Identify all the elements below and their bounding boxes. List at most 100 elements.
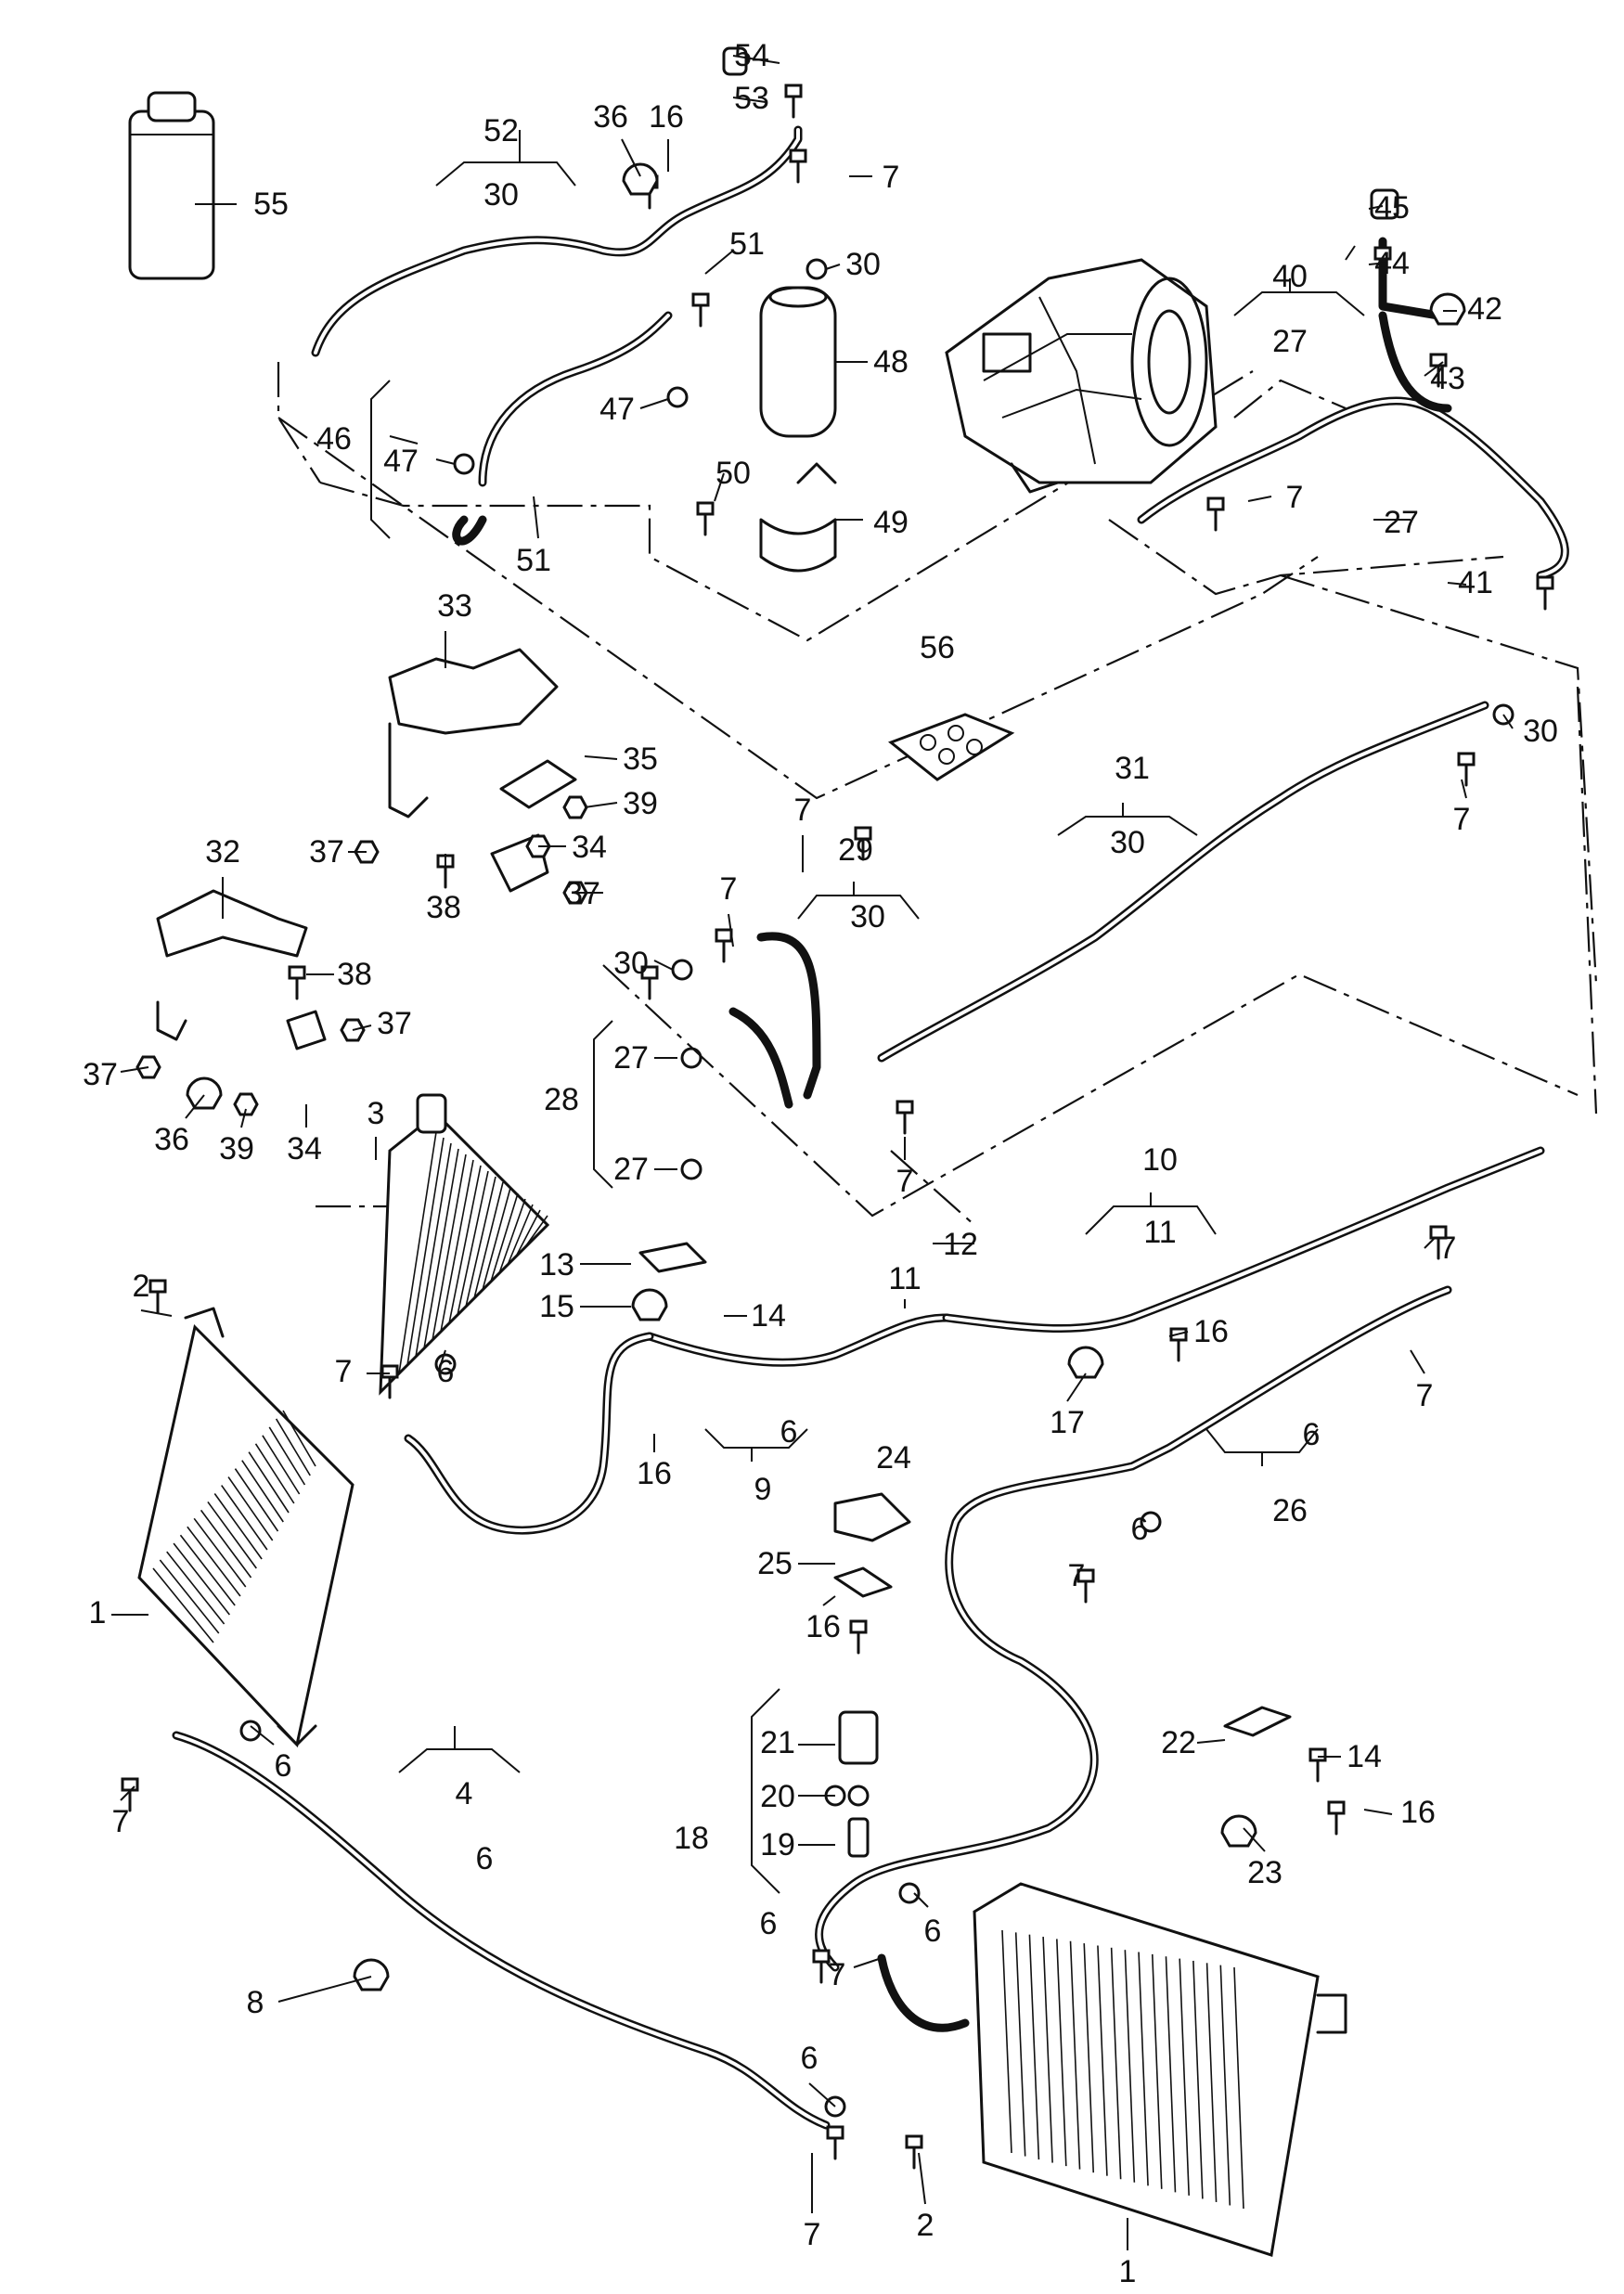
- leader-line: [653, 960, 674, 971]
- part-callout-51: 51: [729, 226, 765, 262]
- part-callout-37: 37: [309, 834, 344, 870]
- part-callout-18: 18: [674, 1821, 709, 1856]
- bracket-32: [156, 889, 327, 1050]
- leader-line: [352, 1025, 372, 1031]
- part-callout-7: 7: [804, 2217, 821, 2252]
- nut-icon: [562, 795, 588, 819]
- part-callout-7: 7: [896, 1164, 914, 1199]
- leader-line: [913, 1892, 929, 1908]
- leader-line: [1410, 1349, 1425, 1374]
- part-callout-7: 7: [794, 793, 812, 828]
- leader-line: [584, 755, 618, 760]
- part-callout-19: 19: [760, 1827, 795, 1862]
- leader-line: [1368, 205, 1384, 210]
- part-callout-36: 36: [154, 1122, 189, 1157]
- leader-line: [277, 1976, 372, 2003]
- leader-line: [140, 1309, 173, 1317]
- leader-line: [1243, 1827, 1266, 1852]
- part-callout-16: 16: [649, 99, 684, 135]
- part-callout-50: 50: [715, 456, 751, 491]
- part-callout-9: 9: [754, 1472, 772, 1507]
- part-callout-3: 3: [367, 1096, 385, 1131]
- part-callout-7: 7: [112, 1804, 130, 1839]
- bolt-icon: [1457, 752, 1476, 787]
- part-callout-38: 38: [426, 890, 461, 925]
- hose-clamp-icon: [622, 162, 659, 196]
- part-callout-23: 23: [1247, 1855, 1282, 1890]
- part-callout-27: 27: [1384, 505, 1419, 540]
- leader-line: [435, 458, 456, 465]
- part-callout-30: 30: [1110, 825, 1145, 860]
- part-callout-7: 7: [1286, 480, 1304, 515]
- part-callout-38: 38: [337, 957, 372, 992]
- bolt-icon: [1076, 1568, 1095, 1604]
- leader-line: [1168, 1331, 1189, 1337]
- callout-group-brackets: [370, 130, 1365, 1894]
- ac-compressor: [945, 258, 1218, 494]
- nut-icon: [233, 1092, 259, 1116]
- washer-icon: [680, 1047, 702, 1069]
- hose-clamp-icon: [1429, 292, 1466, 326]
- part-callout-53: 53: [734, 81, 769, 116]
- washer-icon: [898, 1882, 921, 1904]
- part-callout-12: 12: [943, 1227, 978, 1262]
- part-callout-45: 45: [1374, 190, 1410, 226]
- part-callout-20: 20: [760, 1779, 795, 1814]
- part-callout-16: 16: [637, 1456, 672, 1491]
- hose-clamp-icon: [1067, 1346, 1104, 1379]
- part-callout-27: 27: [613, 1040, 649, 1076]
- part-callout-1: 1: [89, 1595, 107, 1630]
- leader-line: [1368, 262, 1388, 265]
- part-callout-6: 6: [780, 1414, 798, 1450]
- washer-icon: [1140, 1511, 1162, 1533]
- part-callout-14: 14: [1347, 1739, 1382, 1774]
- part-callout-34: 34: [287, 1131, 322, 1166]
- part-callout-27: 27: [613, 1152, 649, 1187]
- part-callout-48: 48: [873, 344, 909, 380]
- assembly-boundary-lines: [277, 362, 1598, 1226]
- hose-clamp-icon: [186, 1076, 223, 1110]
- part-callout-37: 37: [377, 1006, 412, 1041]
- part-callout-6: 6: [437, 1354, 455, 1389]
- part-callout-11: 11: [1143, 1215, 1176, 1250]
- part-callout-34: 34: [572, 830, 607, 865]
- bolt-icon: [1327, 1800, 1346, 1836]
- washer-icon: [680, 1158, 702, 1180]
- condenser-lower-right: [973, 1882, 1347, 2257]
- part-callout-32: 32: [205, 834, 240, 870]
- leader-line: [853, 1957, 883, 1968]
- leader-line: [185, 1094, 205, 1119]
- bolt-icon: [784, 84, 803, 119]
- part-callout-52: 52: [483, 113, 519, 148]
- part-callout-7: 7: [829, 1957, 846, 1992]
- part-callout-37: 37: [565, 876, 600, 911]
- bolt-icon: [789, 148, 807, 184]
- part-callout-25: 25: [757, 1546, 793, 1581]
- part-callout-54: 54: [734, 38, 769, 73]
- part-callout-21: 21: [760, 1725, 795, 1760]
- leader-line: [440, 1349, 446, 1365]
- bolt-icon: [640, 965, 659, 1000]
- leader-line: [1502, 714, 1514, 729]
- leader-line: [822, 1595, 836, 1606]
- part-callout-6: 6: [476, 1841, 494, 1876]
- bolt-icon: [854, 826, 872, 861]
- leader-line: [250, 1725, 275, 1746]
- hose-clamp-icon: [1220, 1814, 1257, 1848]
- part-callout-6: 6: [760, 1906, 778, 1941]
- leader-line: [714, 472, 725, 502]
- part-callout-7: 7: [1453, 802, 1471, 837]
- hose-clamp-icon: [353, 1958, 390, 1991]
- part-callout-44: 44: [1374, 246, 1410, 281]
- hose-clamp-icon: [631, 1288, 668, 1321]
- part-callout-4: 4: [456, 1776, 473, 1811]
- part-callout-55: 55: [253, 187, 289, 222]
- leader-line: [389, 435, 419, 445]
- leader-line: [621, 138, 641, 177]
- part-callout-30: 30: [483, 177, 519, 213]
- part-callout-51: 51: [516, 543, 551, 578]
- part-callout-14: 14: [751, 1298, 786, 1334]
- leader-line: [825, 264, 841, 270]
- pressure-switch-21: [838, 1710, 879, 1858]
